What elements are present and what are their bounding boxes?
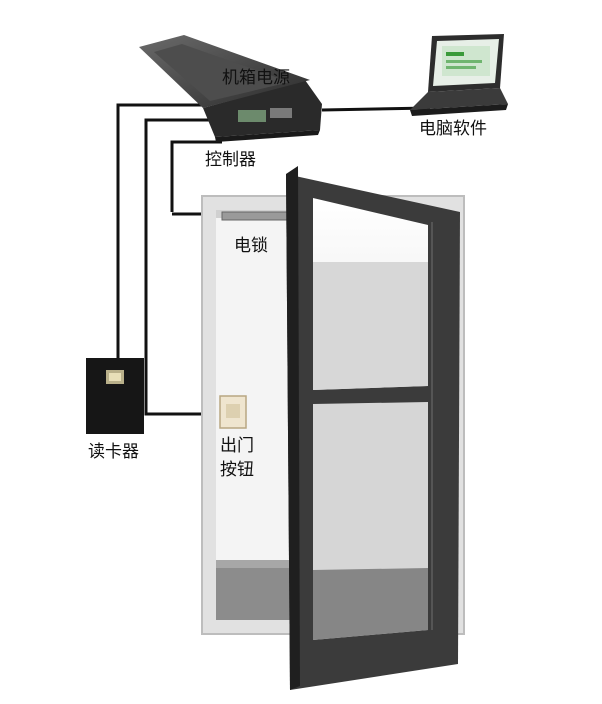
label-card-reader: 读卡器	[88, 442, 139, 462]
label-electric-lock: 电锁	[234, 236, 268, 256]
label-pc-software: 电脑软件	[419, 119, 487, 139]
wire-reader-to-button	[144, 365, 152, 416]
label-exit-button: 出门 按钮	[220, 436, 254, 480]
exit-button-icon	[219, 395, 247, 429]
wire-reader-outer	[116, 103, 205, 372]
label-chassis-power: 机箱电源	[222, 68, 290, 88]
laptop-icon	[410, 34, 508, 116]
electric-lock-icon	[221, 211, 293, 221]
card-reader-icon	[86, 358, 144, 434]
door-leaf	[286, 166, 460, 690]
wire-reader-inner	[144, 118, 213, 365]
control-box-icon	[139, 35, 322, 142]
label-controller: 控制器	[205, 150, 256, 170]
